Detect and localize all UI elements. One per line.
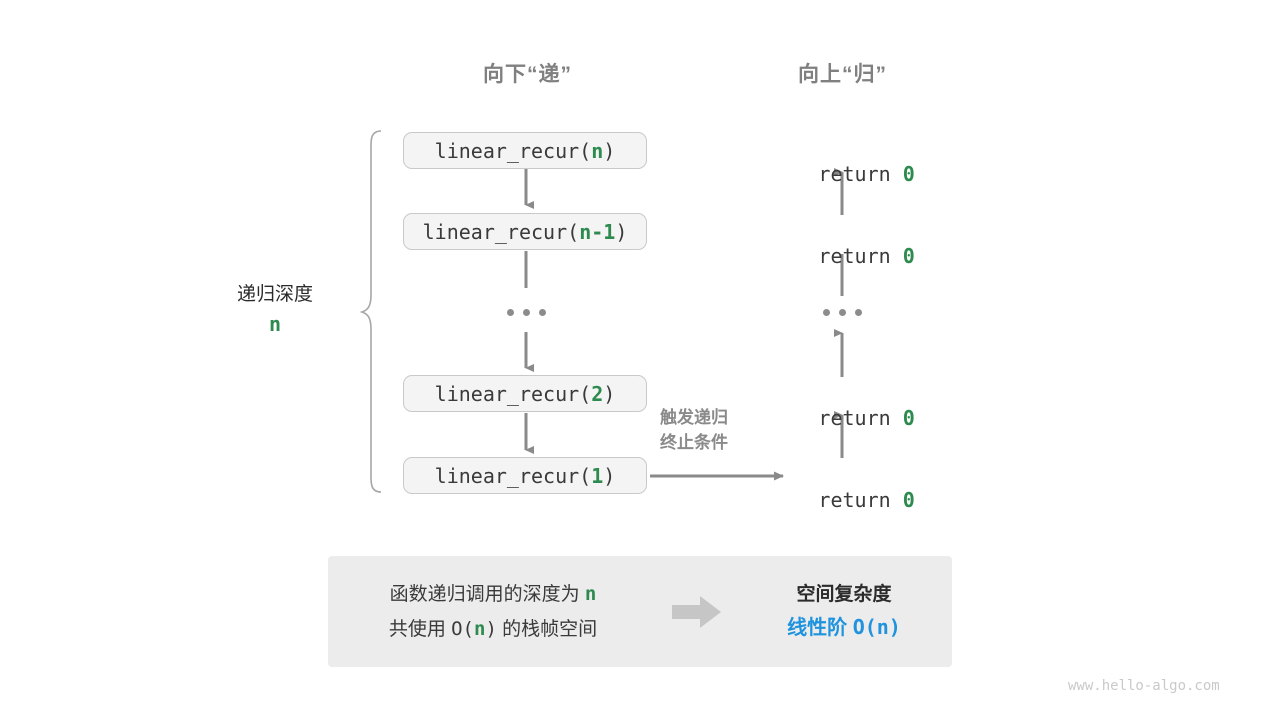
call-box-1: linear_recur(1) xyxy=(403,457,647,494)
return-keyword: return xyxy=(818,488,903,512)
summary-line-1: 函数递归调用的深度为 n xyxy=(328,577,658,612)
dot xyxy=(539,309,546,316)
summary-arrow-wrap xyxy=(658,595,736,629)
return-keyword: return xyxy=(818,244,903,268)
return-value: 0 xyxy=(902,244,915,268)
return-value: 0 xyxy=(902,488,915,512)
summary-line-2: 共使用 O(n) 的栈帧空间 xyxy=(328,612,658,647)
summary-right-text: 空间复杂度 线性阶 O(n) xyxy=(736,579,952,644)
summary-panel: 函数递归调用的深度为 n 共使用 O(n) 的栈帧空间 空间复杂度 线性阶 O(… xyxy=(328,556,952,667)
call-box-prefix: linear_recur( xyxy=(434,463,592,488)
summary-left-text: 函数递归调用的深度为 n 共使用 O(n) 的栈帧空间 xyxy=(328,577,658,647)
ellipsis-right xyxy=(823,309,862,316)
summary-line-2-open: O( xyxy=(451,617,474,640)
watermark: www.hello-algo.com xyxy=(1068,678,1220,694)
return-keyword: return xyxy=(818,406,903,430)
return-statement-3: return 0 xyxy=(720,382,965,454)
recursion-depth-label: 递归深度 n xyxy=(185,280,365,338)
call-box-arg: n-1 xyxy=(579,219,616,244)
return-value: 0 xyxy=(902,162,915,186)
call-box-arg: n xyxy=(591,138,604,163)
summary-line-2-highlight: n xyxy=(473,617,486,640)
call-box-n-1: linear_recur(n-1) xyxy=(403,213,647,250)
return-statement-2: return 0 xyxy=(720,220,965,292)
summary-line-2-text: 共使用 xyxy=(388,618,452,640)
dot xyxy=(507,309,514,316)
ellipsis-left xyxy=(507,309,546,316)
dot xyxy=(839,309,846,316)
dot xyxy=(855,309,862,316)
return-statement-1: return 0 xyxy=(720,138,965,210)
complexity-title: 空间复杂度 xyxy=(796,584,892,605)
summary-line-1-highlight: n xyxy=(584,582,597,605)
recursion-depth-value: n xyxy=(268,312,282,336)
complexity-value-label: 线性阶 xyxy=(787,617,853,639)
call-box-suffix: ) xyxy=(603,138,616,163)
call-box-prefix: linear_recur( xyxy=(434,138,592,163)
dot xyxy=(823,309,830,316)
call-box-suffix: ) xyxy=(603,463,616,488)
call-box-arg: 1 xyxy=(591,463,604,488)
column-header-up: 向上“归” xyxy=(798,63,887,86)
call-box-arg: 2 xyxy=(591,381,604,406)
termination-condition-note: 触发递归 终止条件 xyxy=(660,405,728,455)
right-arrow-icon xyxy=(672,595,721,628)
return-keyword: return xyxy=(818,162,903,186)
complexity-value-notation: O(n) xyxy=(852,615,901,639)
termination-note-line2: 终止条件 xyxy=(660,433,728,452)
recursion-depth-text: 递归深度 xyxy=(236,284,313,305)
call-box-suffix: ) xyxy=(615,219,628,244)
termination-note-line1: 触发递归 xyxy=(660,408,728,427)
call-box-prefix: linear_recur( xyxy=(434,381,592,406)
call-box-prefix: linear_recur( xyxy=(422,219,580,244)
dot xyxy=(523,309,530,316)
call-box-n: linear_recur(n) xyxy=(403,132,647,169)
complexity-value: 线性阶 O(n) xyxy=(736,611,952,644)
return-statement-4: return 0 xyxy=(720,464,965,536)
summary-line-2-suffix: 的栈帧空间 xyxy=(496,618,598,640)
return-value: 0 xyxy=(902,406,915,430)
column-header-down: 向下“递” xyxy=(483,63,572,86)
summary-line-1-text: 函数递归调用的深度为 xyxy=(389,583,585,605)
call-box-suffix: ) xyxy=(603,381,616,406)
summary-line-2-close: ) xyxy=(485,617,497,640)
call-box-2: linear_recur(2) xyxy=(403,375,647,412)
